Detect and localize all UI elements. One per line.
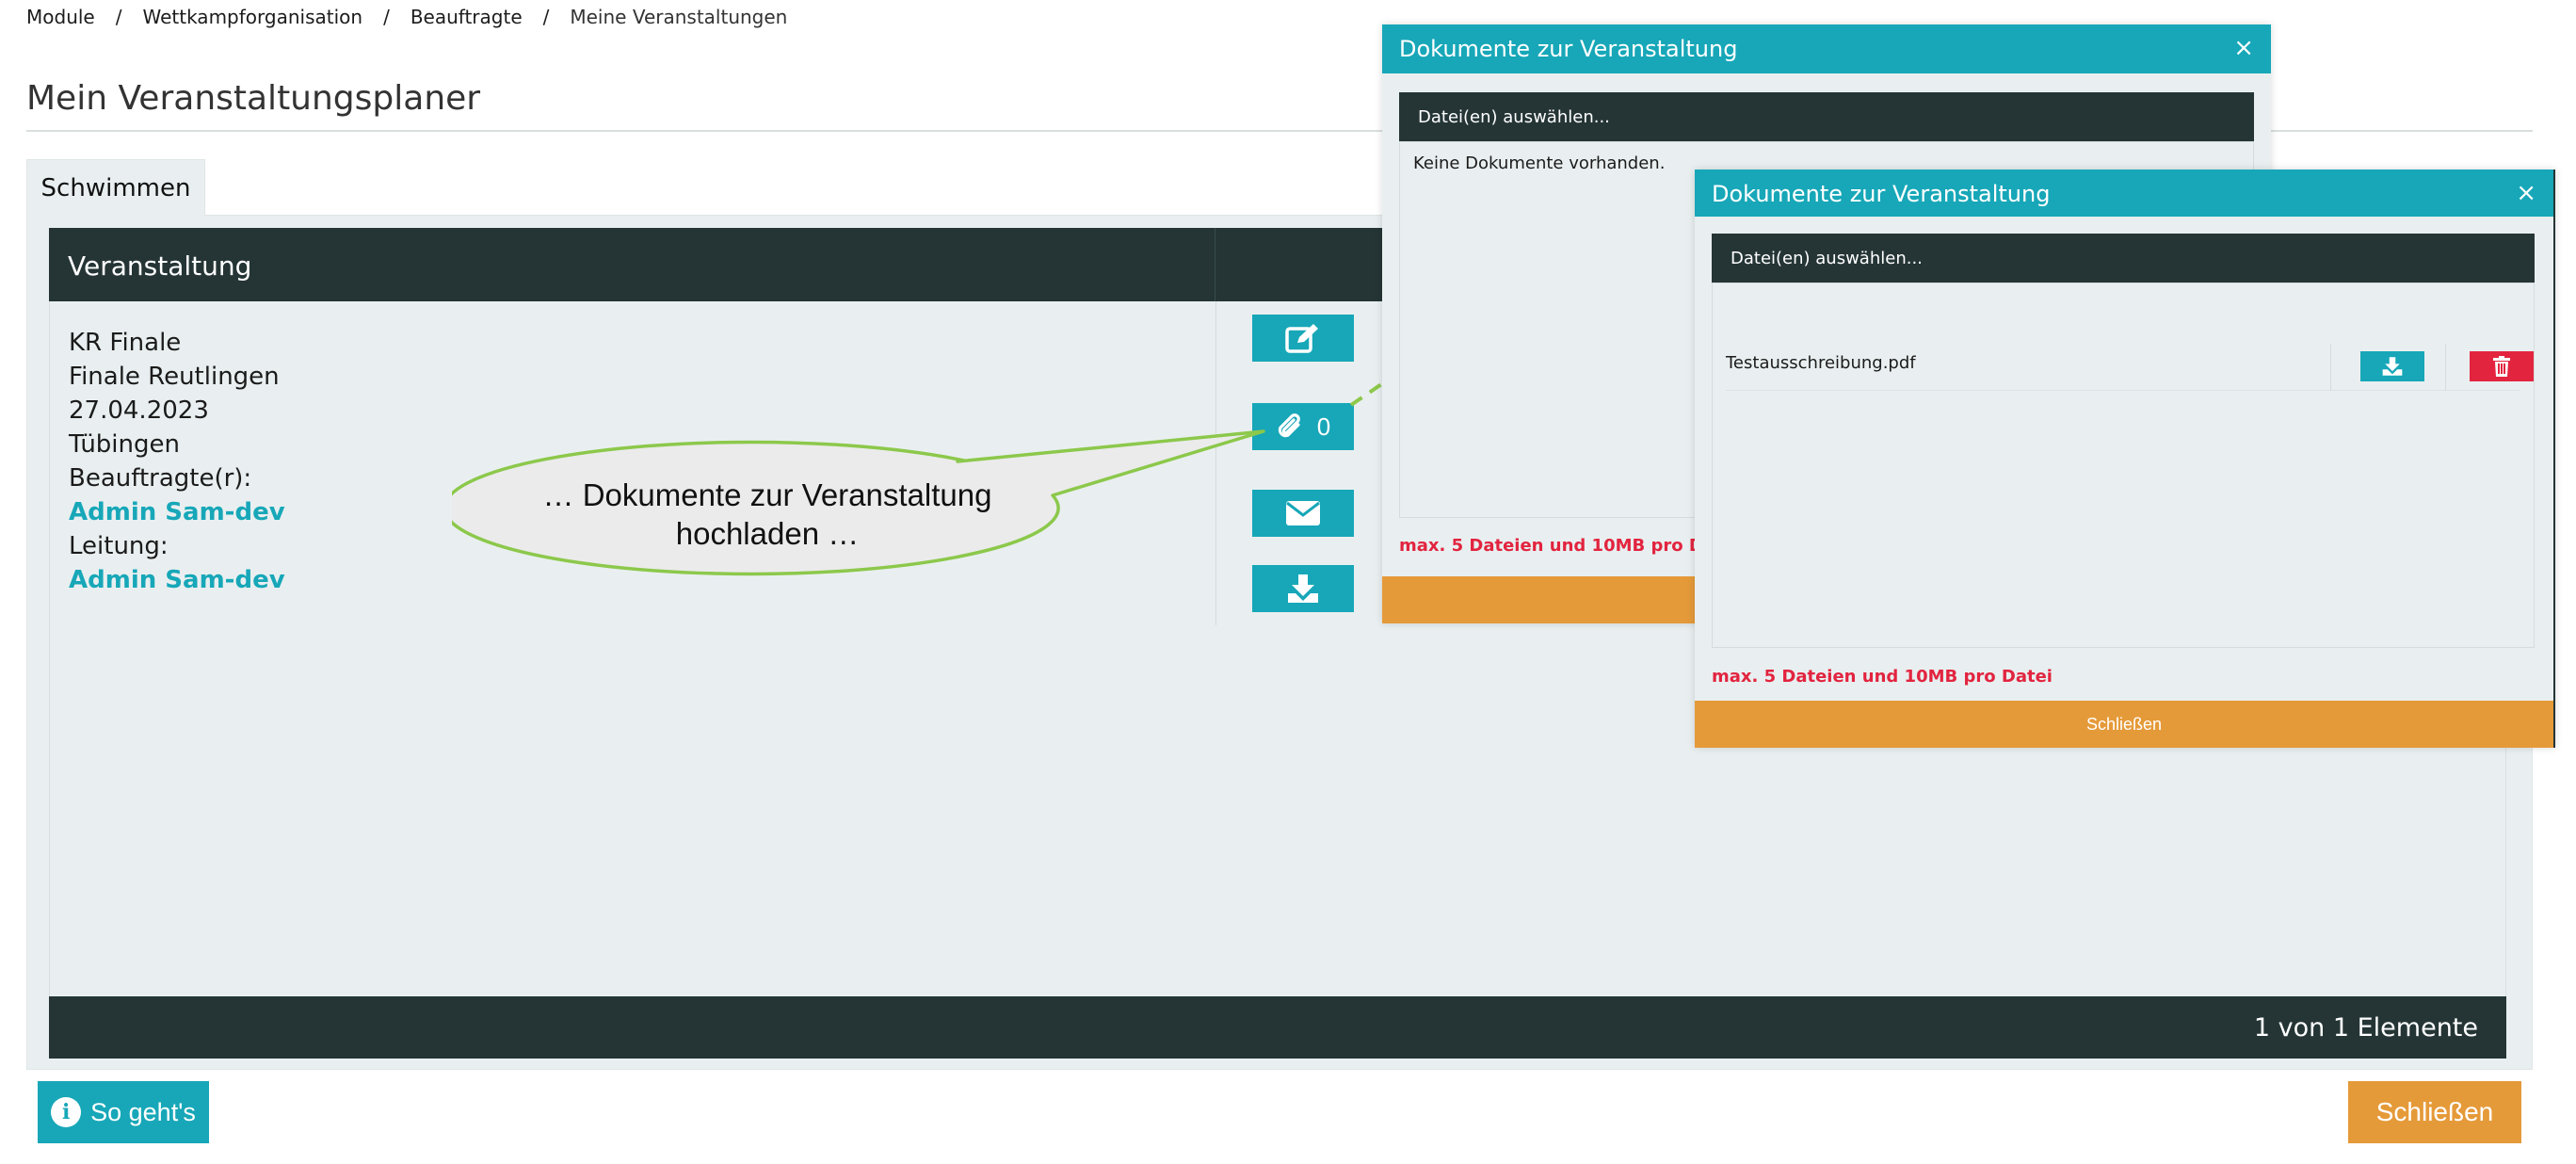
breadcrumb-separator: / [383,6,390,28]
file-select-label: Datei(en) auswählen... [1418,107,1610,127]
download-icon [2382,357,2403,376]
empty-documents-text: Keine Dokumente vorhanden. [1413,154,1666,173]
close-icon[interactable]: × [2233,34,2254,62]
callout-line-1: … Dokumente zur Veranstaltung [542,477,992,512]
breadcrumb-item-beauftragte[interactable]: Beauftragte [410,6,523,28]
delegate-label: Beauftragte(r): [69,464,252,493]
close-icon[interactable]: × [2516,179,2536,207]
modal-header: Dokumente zur Veranstaltung × [1382,24,2271,73]
howto-button[interactable]: i So geht's [38,1081,209,1143]
attachments-button[interactable]: 0 [1252,403,1354,450]
file-download-button[interactable] [2360,351,2424,381]
document-list: Testausschreibung.pdf [1712,283,2535,648]
upload-hint: max. 5 Dateien und 10MB pro Datei [1712,667,2053,687]
page-title: Mein Veranstaltungsplaner [26,79,481,118]
edit-button[interactable] [1252,315,1354,362]
callout-text: … Dokumente zur Veranstaltung hochladen … [508,476,1026,553]
pager-info: 1 von 1 Elemente [2253,1013,2478,1043]
edit-icon [1285,324,1318,353]
column-divider [2445,344,2446,391]
breadcrumb-item-current: Meine Veranstaltungen [570,6,788,28]
column-divider [1215,228,1216,301]
paperclip-icon [1278,413,1300,438]
delegate-link[interactable]: Admin Sam-dev [69,498,285,526]
file-select-button[interactable]: Datei(en) auswählen... [1712,234,2535,283]
envelope-icon [1286,501,1320,525]
title-divider [26,130,2533,132]
modal-header: Dokumente zur Veranstaltung × [1695,170,2553,217]
lead-label: Leitung: [69,532,169,560]
info-icon: i [51,1097,82,1127]
table-row: KR Finale Finale Reutlingen 27.04.2023 T… [69,326,285,597]
event-subtitle: Finale Reutlingen [69,363,280,391]
upload-hint: max. 5 Dateien und 10MB pro Datei [1399,536,1740,556]
file-select-label: Datei(en) auswählen... [1731,249,1923,268]
column-header-veranstaltung[interactable]: Veranstaltung [68,251,252,282]
tab-schwimmen[interactable]: Schwimmen [26,159,205,216]
breadcrumb-item-module[interactable]: Module [26,6,95,28]
lead-link[interactable]: Admin Sam-dev [69,566,285,594]
documents-modal: Dokumente zur Veranstaltung × Datei(en) … [1695,170,2555,748]
column-divider [2330,344,2331,391]
breadcrumb-item-wettkampforganisation[interactable]: Wettkampforganisation [142,6,363,28]
breadcrumb: Module / Wettkampforganisation / Beauftragte… [26,6,787,28]
event-name: KR Finale [69,329,182,357]
download-button[interactable] [1252,565,1354,612]
close-button[interactable]: Schließen [2348,1081,2521,1143]
breadcrumb-separator: / [115,6,122,28]
modal-title: Dokumente zur Veranstaltung [1712,181,2051,207]
email-button[interactable] [1252,490,1354,537]
file-delete-button[interactable] [2470,351,2534,381]
callout-line-2: hochladen … [675,516,860,551]
breadcrumb-separator: / [542,6,550,28]
attachment-count: 0 [1316,412,1331,441]
download-icon [1288,574,1318,603]
file-select-button[interactable]: Datei(en) auswählen... [1399,92,2254,141]
list-item: Testausschreibung.pdf [1726,344,2534,391]
file-name: Testausschreibung.pdf [1726,353,1916,373]
event-date: 27.04.2023 [69,396,209,425]
event-location: Tübingen [69,430,180,459]
grid-footer: 1 von 1 Elemente [49,996,2506,1059]
modal-title: Dokumente zur Veranstaltung [1399,36,1738,62]
trash-icon [2493,356,2510,377]
modal-close-button[interactable]: Schließen [1695,701,2553,748]
howto-label: So geht's [90,1097,196,1126]
